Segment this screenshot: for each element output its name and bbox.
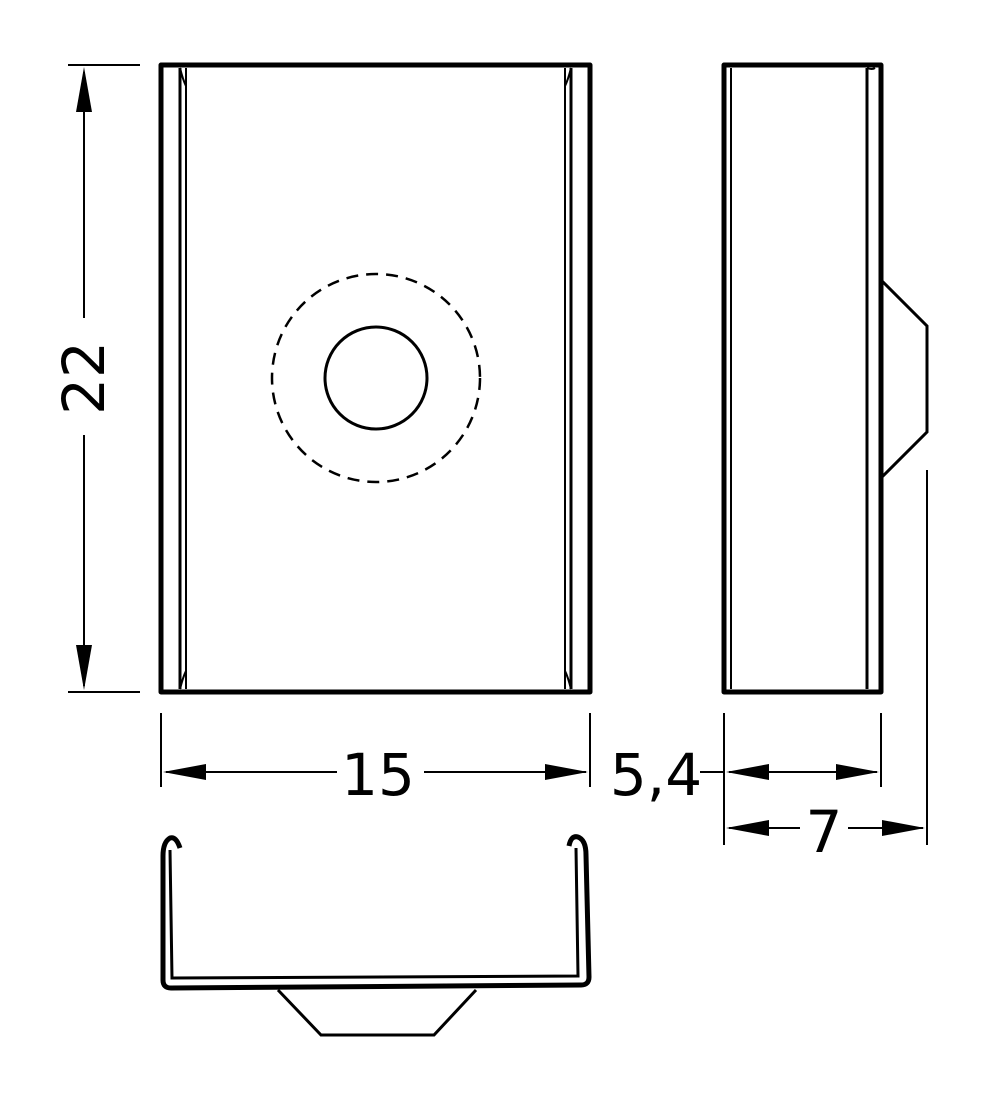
front-right-bottom-bend [564,670,572,690]
side-view-top-bend [866,67,876,70]
screw-hole-circle [323,325,429,431]
profile-channel-inner [168,847,580,980]
depth-inner-arrow-right [836,764,879,780]
dimension-height: 22 [50,64,140,693]
depth-outer-arrow-right [882,820,925,836]
height-arrow-top [76,67,92,112]
front-view-outline [158,62,593,695]
dimension-depth-inner: 5,4 [610,713,882,845]
profile-boss [276,988,478,1037]
width-arrow-right [545,764,588,780]
depth-outer-arrow-left [726,820,769,836]
profile-view [160,834,592,1037]
front-view [158,62,593,695]
depth-outer-label: 7 [806,798,843,866]
side-view [721,62,929,695]
side-view-boss [879,278,929,480]
front-left-bottom-bend [179,670,187,690]
height-label: 22 [50,341,118,415]
side-view-outline [721,62,884,695]
front-right-top-bend [564,67,572,87]
height-arrow-bottom [76,645,92,690]
width-arrow-left [163,764,206,780]
front-left-top-bend [179,67,187,87]
hidden-boss-circle [270,272,482,484]
dimension-depth-outer: 7 [726,470,928,866]
profile-channel [160,834,592,991]
depth-inner-arrow-left [726,764,769,780]
width-label: 15 [341,741,415,809]
depth-inner-label: 5,4 [610,741,702,809]
dimension-width: 15 [160,713,591,809]
